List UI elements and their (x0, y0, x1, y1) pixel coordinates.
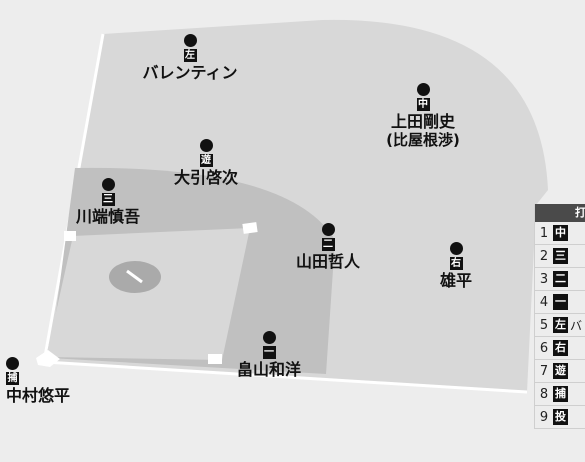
pitchers-plate (126, 269, 143, 284)
order-name: バ (570, 318, 583, 333)
player-name: 山田哲人 (295, 252, 360, 271)
order-position: 一 (553, 294, 568, 310)
position-badge: 右 (449, 257, 463, 270)
position-badge: 三 (101, 193, 115, 206)
position-badge: 中 (416, 98, 430, 111)
batting-order-row: 8 捕 (535, 383, 585, 406)
player-first-base: 一 畠山和洋 (219, 331, 319, 379)
batting-order-row: 3 二 (535, 268, 585, 291)
player-right-field: 右 雄平 (416, 242, 496, 290)
order-position: 三 (553, 248, 568, 264)
order-position: 遊 (553, 363, 568, 379)
order-position: 二 (553, 271, 568, 287)
order-position: 捕 (553, 386, 568, 402)
position-badge: 二 (321, 238, 335, 251)
player-name: 大引啓次 (173, 168, 238, 187)
position-badge: 捕 (6, 372, 19, 385)
order-number: 2 (539, 248, 549, 264)
batting-order-header: 打 (535, 204, 585, 222)
order-number: 9 (539, 409, 549, 425)
order-number: 6 (539, 340, 549, 356)
batting-order-row: 7 遊 (535, 360, 585, 383)
player-name: 雄平 (439, 271, 472, 290)
player-head-icon (6, 357, 19, 370)
second-base (242, 222, 258, 234)
player-name: 中村悠平 (6, 386, 71, 405)
player-left-field: 左 バレンティン (140, 34, 240, 82)
player-catcher: 捕 中村悠平 (0, 357, 86, 405)
order-number: 3 (539, 271, 549, 287)
batting-order-row: 4 一 (535, 291, 585, 314)
player-name: 川端慎吾 (75, 207, 140, 226)
order-number: 1 (539, 225, 549, 241)
order-position: 右 (553, 340, 568, 356)
player-shortstop: 遊 大引啓次 (156, 139, 256, 187)
order-number: 5 (539, 317, 549, 333)
player-head-icon (262, 331, 276, 344)
third-base (64, 231, 76, 241)
batting-order-row: 2 三 (535, 245, 585, 268)
order-position: 左 (553, 317, 568, 333)
position-badge: 左 (183, 49, 197, 62)
home-plate (36, 350, 60, 367)
batting-order-row: 6 右 (535, 337, 585, 360)
order-number: 7 (539, 363, 549, 379)
order-number: 4 (539, 294, 549, 310)
order-number: 8 (539, 386, 549, 402)
player-center-field: 中 上田剛史 (比屋根渉) (373, 83, 473, 149)
player-name: 上田剛史 (390, 112, 455, 131)
position-badge: 一 (262, 346, 276, 359)
player-substitute-name: (比屋根渉) (386, 131, 460, 149)
batting-order-row: 9 投 (535, 406, 585, 429)
player-name: バレンティン (142, 63, 238, 82)
player-head-icon (449, 242, 463, 255)
first-base (208, 354, 222, 364)
player-head-icon (199, 139, 213, 152)
player-head-icon (183, 34, 197, 47)
player-name: 畠山和洋 (236, 360, 301, 379)
batting-order-panel: 打 1 中 2 三 3 二 4 一 5 左 バ 6 右 7 遊 8 捕 9 (534, 204, 585, 429)
batting-order-row: 5 左 バ (535, 314, 585, 337)
position-badge: 遊 (199, 154, 213, 167)
player-third-base: 三 川端慎吾 (58, 178, 158, 226)
player-second-base: 二 山田哲人 (278, 223, 378, 271)
right-foul-line (44, 360, 528, 394)
player-head-icon (321, 223, 335, 236)
player-head-icon (101, 178, 115, 191)
batting-order-row: 1 中 (535, 222, 585, 245)
order-position: 中 (553, 225, 568, 241)
order-position: 投 (553, 409, 568, 425)
player-head-icon (416, 83, 430, 96)
infield-grass (46, 228, 250, 360)
